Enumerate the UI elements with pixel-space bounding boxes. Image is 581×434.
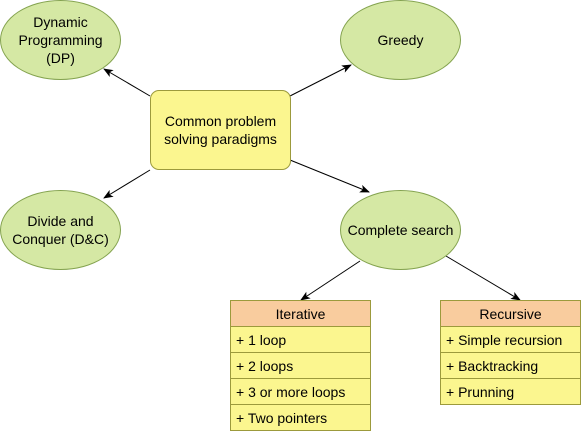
dac-node-label: Divide and Conquer (D&C) bbox=[12, 213, 109, 247]
edge-center-to-dac bbox=[103, 169, 151, 199]
greedy-node: Greedy bbox=[340, 0, 461, 80]
dp-node-label: Dynamic Programming (DP) bbox=[18, 14, 103, 66]
iterative-item: + 3 or more loops bbox=[231, 379, 370, 405]
recursive-header: Recursive bbox=[441, 301, 580, 327]
complete-search-node-label: Complete search bbox=[347, 222, 454, 238]
edge-center-to-greedy bbox=[289, 64, 352, 97]
greedy-node-label: Greedy bbox=[377, 32, 424, 48]
edge-center-to-dp bbox=[103, 68, 151, 97]
edge-complete-search-to-recursive bbox=[445, 255, 521, 301]
center-node-label: Common problem solving paradigms bbox=[164, 113, 277, 147]
iterative-header: Iterative bbox=[231, 301, 370, 327]
iterative-item: + 1 loop bbox=[231, 327, 370, 353]
iterative-item: + 2 loops bbox=[231, 353, 370, 379]
center-node: Common problem solving paradigms bbox=[150, 90, 291, 170]
iterative-item: + Two pointers bbox=[236, 410, 328, 426]
edge-center-to-complete-search bbox=[289, 159, 370, 193]
dp-node: Dynamic Programming (DP) bbox=[0, 0, 121, 80]
complete-search-node: Complete search bbox=[340, 190, 461, 270]
recursive-item: + Backtracking bbox=[441, 353, 580, 379]
dac-node: Divide and Conquer (D&C) bbox=[0, 190, 121, 270]
recursive-item: + Simple recursion bbox=[441, 327, 580, 353]
recursive-item: + Prunning bbox=[446, 384, 515, 400]
iterative-list: Iterative + 1 loop + 2 loops + 3 or more… bbox=[230, 300, 371, 431]
edge-complete-search-to-iterative bbox=[300, 260, 361, 301]
recursive-list: Recursive + Simple recursion + Backtrack… bbox=[440, 300, 581, 405]
